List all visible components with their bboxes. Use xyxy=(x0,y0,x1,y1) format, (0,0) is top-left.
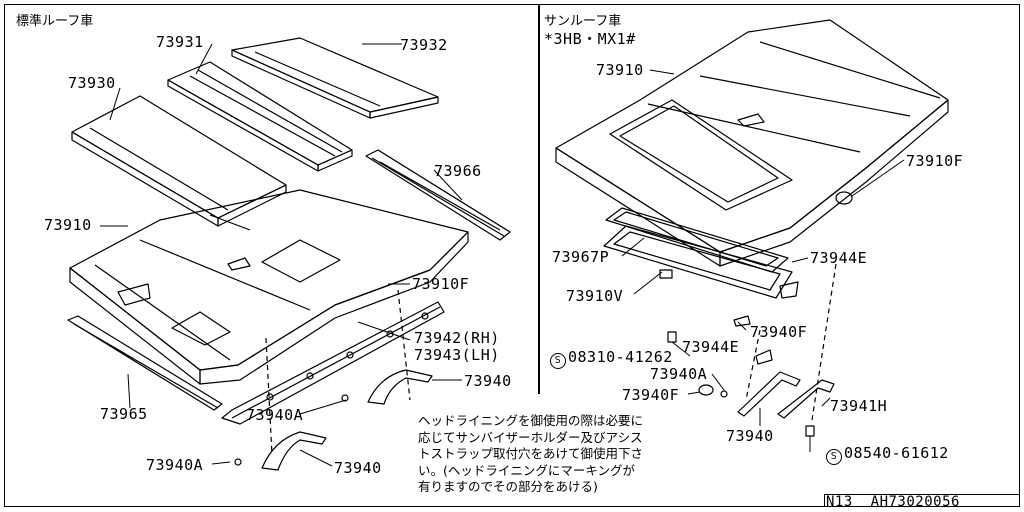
part-73940-grip-right xyxy=(737,371,801,417)
label-73940A-left-a: 73940A xyxy=(246,406,304,424)
part-73967P-gasket xyxy=(605,207,789,273)
label-73940-right: 73940 xyxy=(726,427,774,445)
part-73965-rail xyxy=(67,315,223,411)
note-line: ヘッドライニングを御使用の際は必要に xyxy=(418,413,644,428)
drawing-frame xyxy=(4,4,1020,507)
installation-note: ヘッドライニングを御使用の際は必要に 応じてサンバイザーホルダー及びアシス トス… xyxy=(418,413,690,496)
leader-lines-left xyxy=(100,43,463,467)
part-73941H-holder xyxy=(777,379,835,419)
small-parts-right xyxy=(667,191,853,437)
label-73941H: 73941H xyxy=(830,397,888,415)
label-73944E-b: 73944E xyxy=(682,338,740,356)
part-73932-board xyxy=(231,37,439,119)
label-73940A-left-b: 73940A xyxy=(146,456,204,474)
right-panel-subtitle: *3HB・MX1# xyxy=(544,30,636,48)
panel-divider xyxy=(538,4,540,394)
label-73940-left-b: 73940 xyxy=(334,459,382,477)
leader-dashes-left xyxy=(265,289,411,456)
label-73910-left: 73910 xyxy=(44,216,92,234)
part-73910-sunroof-headliner xyxy=(555,19,949,267)
label-73931: 73931 xyxy=(156,33,204,51)
label-08540-text: 08540-61612 xyxy=(844,444,949,462)
footer-code: N13 AH73020056 xyxy=(826,494,960,510)
label-73940F-b: 73940F xyxy=(622,386,680,404)
note-line: い。(ヘッドライニングにマーキングが xyxy=(418,462,636,478)
right-panel-title: サンルーフ車 xyxy=(544,14,622,29)
leader-dashes-right xyxy=(745,263,837,421)
part-73910-headliner-left xyxy=(69,189,469,385)
label-73967P: 73967P xyxy=(552,248,610,266)
part-73930-board xyxy=(71,95,287,227)
label-73943: 73943(LH) xyxy=(414,346,500,364)
note-line: 有りますのでその部分をあける) xyxy=(418,479,598,494)
s-symbol: S xyxy=(550,353,566,369)
part-73940-grip-left-a xyxy=(341,369,433,405)
label-73940F-a: 73940F xyxy=(750,323,808,341)
leader-lines-right xyxy=(621,69,905,452)
label-73930: 73930 xyxy=(68,74,116,92)
label-08310-text: 08310-41262 xyxy=(568,348,673,366)
label-73940A-right: 73940A xyxy=(650,365,708,383)
part-73966-rail xyxy=(365,149,511,241)
label-73966: 73966 xyxy=(434,162,482,180)
note-line: トストラップ取付穴をあけて御使用下さ xyxy=(418,446,644,461)
footer-box xyxy=(824,494,1020,507)
label-73910F-right: 73910F xyxy=(906,152,964,170)
label-73942: 73942(RH) xyxy=(414,329,500,347)
label-73965: 73965 xyxy=(100,405,148,423)
label-73910F-left: 73910F xyxy=(412,275,470,293)
label-73910-right: 73910 xyxy=(596,61,644,79)
part-73942-73943-rail xyxy=(221,301,445,425)
label-73944E-a: 73944E xyxy=(810,249,868,267)
s-symbol-2: S xyxy=(826,449,842,465)
label-73932: 73932 xyxy=(400,36,448,54)
part-73931-board xyxy=(167,61,353,172)
label-73940-left-a: 73940 xyxy=(464,372,512,390)
note-line: 応じてサンバイザーホルダー及びアシス xyxy=(418,429,643,445)
part-73940-grip-left-b xyxy=(234,431,327,471)
left-panel-title: 標準ルーフ車 xyxy=(16,14,94,29)
label-73910V: 73910V xyxy=(566,287,624,305)
